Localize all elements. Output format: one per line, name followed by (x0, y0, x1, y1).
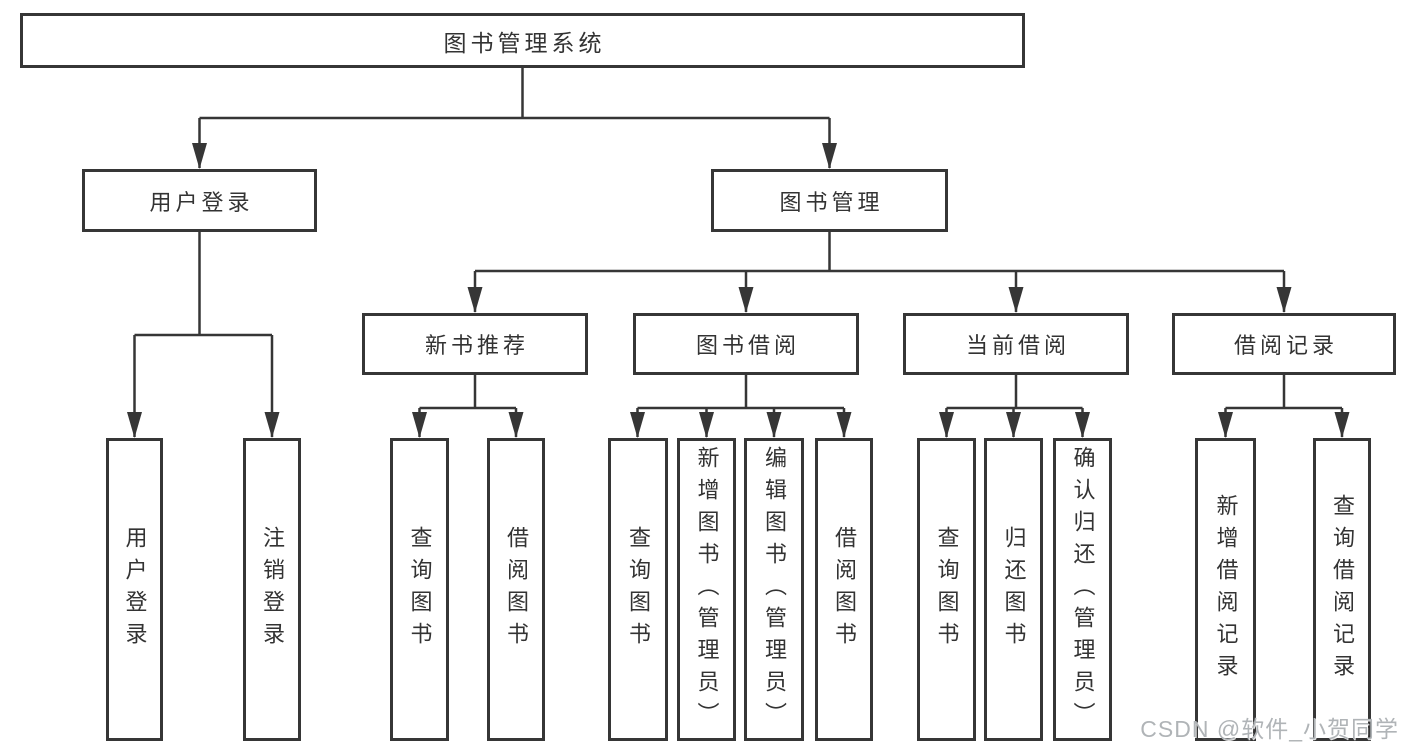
leaf-label: 新增借阅记录 (1213, 493, 1239, 686)
leaf-label: 查询图书 (407, 525, 433, 654)
leaf-label: 借阅图书 (504, 525, 529, 654)
leaf-label: 查询借阅记录 (1330, 493, 1355, 686)
leaf-user-login: 用户登录 (106, 438, 163, 741)
leaf-confirm-return-admin: 确认归还（管理员） (1053, 438, 1112, 741)
leaf-label: 用户登录 (122, 525, 148, 654)
leaf-add-borrow-record: 新增借阅记录 (1195, 438, 1256, 741)
node-book-borrow: 图书借阅 (633, 313, 859, 375)
leaf-label: 编辑图书（管理员） (762, 445, 787, 734)
node-new-book-recommend: 新书推荐 (362, 313, 588, 375)
leaf-label: 借阅图书 (832, 525, 857, 654)
leaf-query-books-2: 查询图书 (608, 438, 668, 741)
leaf-borrow-books-1: 借阅图书 (487, 438, 545, 741)
leaf-query-borrow-record: 查询借阅记录 (1313, 438, 1371, 741)
leaf-logout: 注销登录 (243, 438, 301, 741)
leaf-query-books-1: 查询图书 (390, 438, 449, 741)
leaf-return-book: 归还图书 (984, 438, 1043, 741)
leaf-label: 查询图书 (626, 525, 651, 654)
watermark: CSDN @软件_小贺同学 (1140, 716, 1399, 742)
leaf-label: 新增图书（管理员） (694, 445, 720, 734)
node-current-borrow: 当前借阅 (903, 313, 1129, 375)
leaf-borrow-books-2: 借阅图书 (815, 438, 873, 741)
leaf-query-books-3: 查询图书 (917, 438, 976, 741)
leaf-add-book-admin: 新增图书（管理员） (677, 438, 736, 741)
node-book-management: 图书管理 (711, 169, 948, 232)
connector-trunk-lines (134, 68, 1342, 410)
leaf-label: 查询图书 (934, 525, 960, 654)
node-root: 图书管理系统 (20, 13, 1025, 68)
leaf-edit-book-admin: 编辑图书（管理员） (744, 438, 804, 741)
leaf-label: 确认归还（管理员） (1070, 445, 1096, 734)
leaf-label: 归还图书 (1001, 525, 1027, 654)
node-borrow-records: 借阅记录 (1172, 313, 1396, 375)
node-user-login: 用户登录 (82, 169, 317, 232)
leaf-label: 注销登录 (260, 525, 285, 654)
